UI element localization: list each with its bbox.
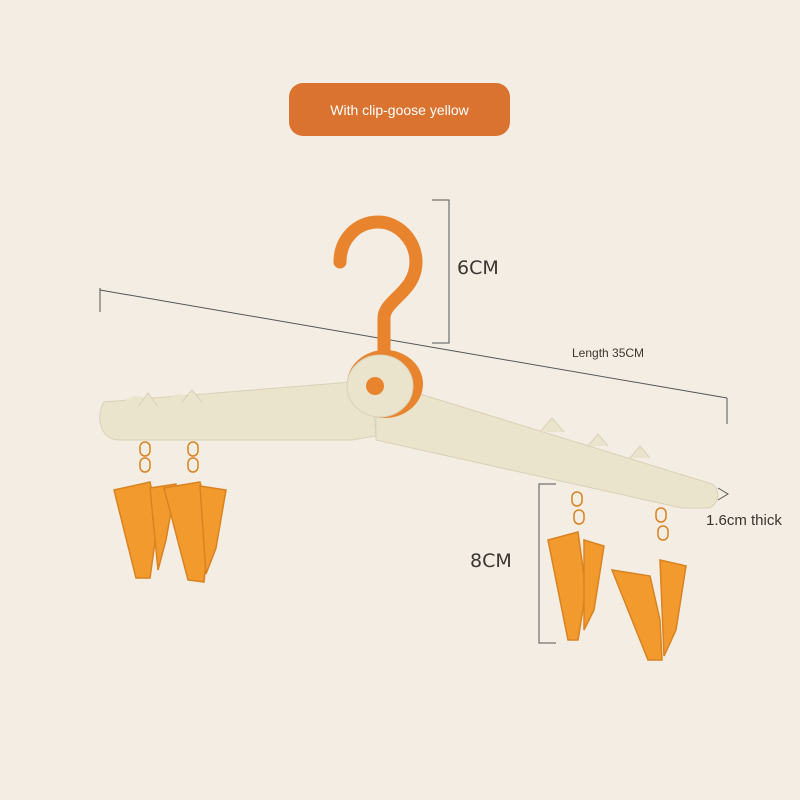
dimension-lines xyxy=(99,199,729,644)
height-bracket xyxy=(432,199,450,344)
hinge-pin-icon xyxy=(366,377,384,395)
clip-drop-bracket xyxy=(538,483,556,644)
thickness-marker xyxy=(717,487,729,501)
chain-link-icon xyxy=(571,491,669,541)
clip-drop-label: 8CM xyxy=(470,550,512,572)
clothes-clip-icon xyxy=(113,481,159,579)
right-clip-set xyxy=(547,491,687,661)
badge-label: With clip-goose yellow xyxy=(330,101,469,118)
clothes-clip-icon xyxy=(610,569,663,661)
hanger-left-arm xyxy=(99,381,377,441)
clothes-clip-icon xyxy=(547,531,587,641)
hook-height-label: 6CM xyxy=(457,257,499,279)
hanger-hook xyxy=(333,215,423,363)
length-line xyxy=(99,289,728,399)
hanger-right-arm xyxy=(375,393,719,509)
product-variant-badge: With clip-goose yellow xyxy=(289,83,510,136)
length-label: Length 35CM xyxy=(572,346,645,360)
hanger-hinge xyxy=(346,350,423,418)
left-clip-set xyxy=(113,441,227,583)
thickness-label: 1.6cm thick xyxy=(706,512,782,529)
chain-link-icon xyxy=(139,441,199,473)
